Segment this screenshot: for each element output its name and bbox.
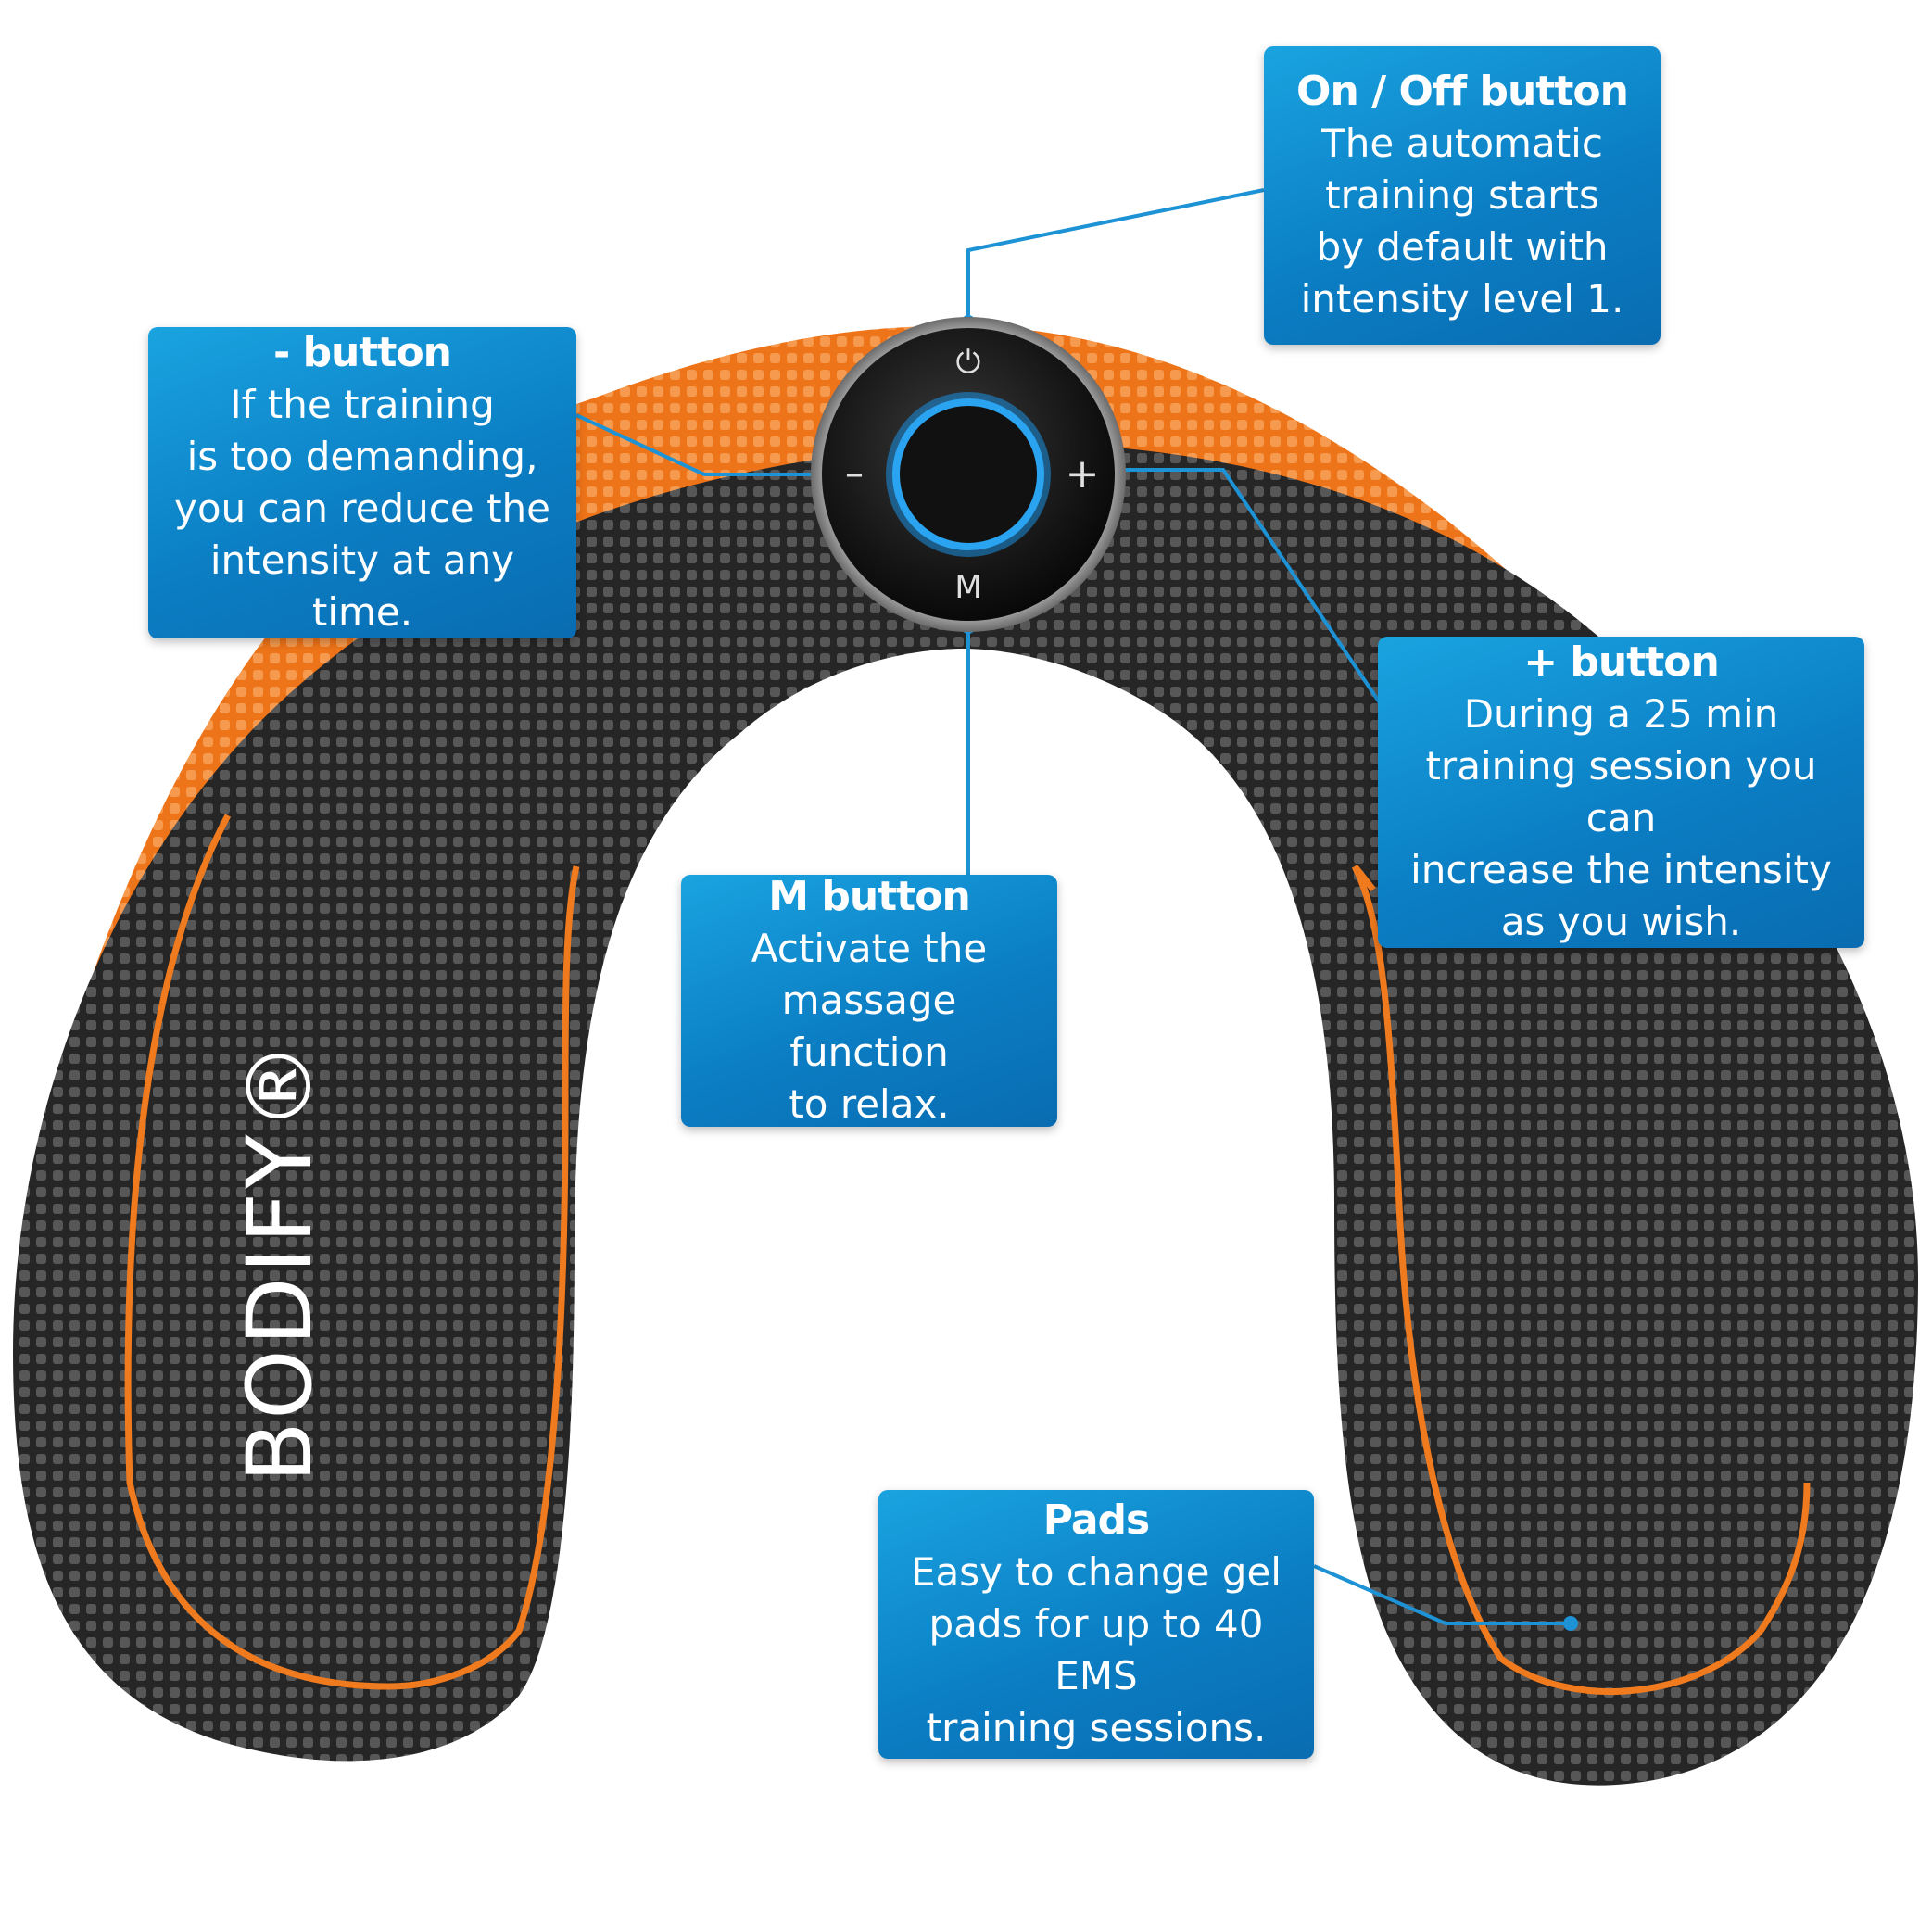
center-ring xyxy=(892,398,1044,550)
callout-plus-description: During a 25 min training session you can… xyxy=(1410,691,1832,944)
leader-plus xyxy=(1117,468,1383,706)
callout-m-description: Activate the massage function to relax. xyxy=(751,926,988,1127)
minus-button-symbol[interactable]: – xyxy=(845,452,864,495)
callout-minus-button: - button If the training is too demandin… xyxy=(148,327,576,638)
callout-onoff-description: The automatic training starts by default… xyxy=(1300,120,1624,322)
power-icon[interactable]: ⏻ xyxy=(956,344,981,381)
brand-logo: BODIFY® xyxy=(228,1038,332,1483)
callout-m-title: M button xyxy=(768,873,971,920)
pad-right-accent-line xyxy=(1351,865,1811,1695)
pad-left-accent-line xyxy=(124,814,580,1690)
leader-onoff xyxy=(966,188,1265,322)
leader-lines xyxy=(575,188,1571,1625)
leader-minus xyxy=(575,413,820,476)
callout-pads: Pads Easy to change gel pads for up to 4… xyxy=(878,1490,1314,1759)
pad-right-accent-top xyxy=(1352,864,1376,892)
m-button-symbol[interactable]: M xyxy=(954,569,981,606)
callout-onoff-button: On / Off button The automatic training s… xyxy=(1264,46,1661,345)
leader-pads xyxy=(1313,1564,1571,1625)
callout-plus-button: + button During a 25 min training sessio… xyxy=(1378,637,1864,948)
callout-m-button: M button Activate the massage function t… xyxy=(681,873,1057,1127)
callout-minus-description: If the training is too demanding, you ca… xyxy=(174,382,550,635)
dot-pads xyxy=(1563,1616,1578,1631)
control-unit[interactable] xyxy=(811,317,1126,632)
callout-pads-description: Easy to change gel pads for up to 40 EMS… xyxy=(911,1549,1282,1750)
callout-plus-title: + button xyxy=(1523,638,1720,686)
callout-onoff-title: On / Off button xyxy=(1296,68,1629,115)
callout-minus-title: - button xyxy=(272,329,452,376)
plus-button-symbol[interactable]: + xyxy=(1066,450,1100,498)
callout-pads-title: Pads xyxy=(1042,1496,1150,1544)
